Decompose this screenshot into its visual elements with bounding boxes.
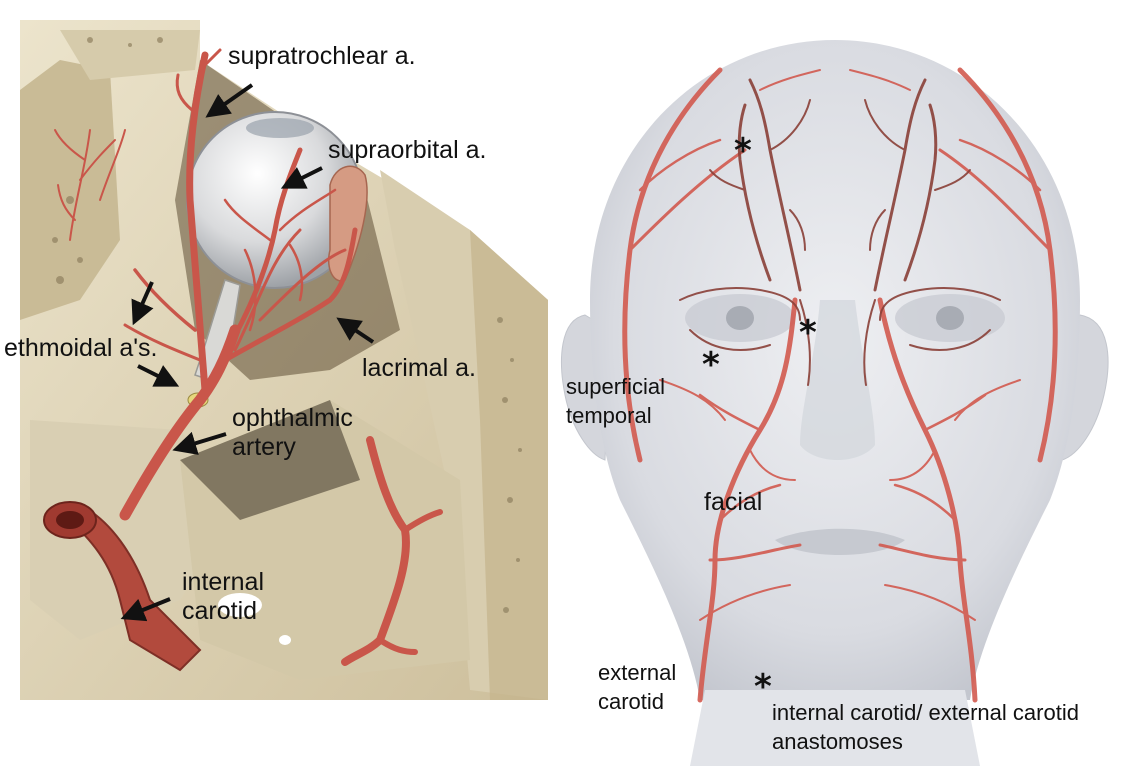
label-lacrimal: lacrimal a.	[362, 354, 476, 382]
ethmoid-air-cells	[20, 60, 120, 320]
anastomosis-marker-nasal: *	[799, 313, 817, 353]
label-internal-carotid: internal carotid	[182, 568, 264, 625]
nose	[800, 300, 875, 460]
supratrochlear-branch	[186, 51, 209, 394]
label-facial: facial	[704, 488, 763, 516]
right-iris	[726, 306, 754, 330]
supratrochlear-face-left	[873, 78, 927, 292]
arrow-lacrimal	[336, 317, 375, 344]
orbit-dissection	[20, 20, 548, 700]
facial-artery-right	[697, 297, 798, 703]
ethmoidal-branch-1	[133, 268, 197, 332]
pointer-arrows-left	[120, 83, 375, 622]
bone-texture	[52, 37, 522, 613]
neck	[690, 690, 980, 766]
anastomosis-marker-cheek: *	[702, 345, 720, 385]
label-supraorbital: supraorbital a.	[328, 136, 487, 164]
arrow-supraorbital	[280, 166, 323, 189]
label-ophthalmic: ophthalmic artery	[232, 404, 353, 461]
bone-edge	[470, 230, 548, 700]
arrow-ethmoidal-1	[131, 281, 154, 326]
label-supratrochlear: supratrochlear a.	[228, 42, 416, 70]
facial-artery-left	[877, 297, 978, 703]
cornea	[246, 118, 314, 138]
legend-marker: *	[754, 667, 772, 707]
arrow-supratrochlear	[205, 83, 254, 118]
middle-meningeal-vessels	[341, 436, 443, 666]
ethmoid-vessels	[54, 129, 126, 241]
internal-carotid-branches	[679, 78, 1001, 386]
external-carotid-branches	[622, 67, 1058, 703]
mouth	[775, 528, 905, 555]
supratrochlear-face-right	[748, 78, 802, 292]
ethmoidal-branch-2	[123, 323, 202, 362]
arrow-ethmoidal-2	[137, 364, 180, 387]
arrow-internal-carotid	[120, 597, 171, 622]
foramen-small	[279, 635, 291, 645]
supraorbital-face-right	[737, 103, 772, 282]
anastomosis-marker-forehead: *	[734, 131, 752, 171]
left-iris	[936, 306, 964, 330]
foramen	[218, 593, 262, 617]
fissure-shadow	[180, 400, 360, 520]
arrow-ophthalmic	[172, 431, 227, 455]
legend-anastomoses: internal carotid/ external carotid anast…	[772, 700, 1079, 754]
label-external-carotid: external carotid	[598, 660, 677, 714]
supraorbital-face-left	[903, 103, 938, 282]
label-superficial-temporal: superficial temporal	[566, 374, 666, 428]
label-ethmoidal: ethmoidal a's.	[4, 334, 158, 362]
face-arteries	[561, 40, 1109, 766]
ophthalmic-artery-tree	[119, 48, 358, 521]
frontal-sinus-wall	[60, 30, 200, 80]
carotid-lumen	[56, 511, 84, 529]
lacrimal-branch	[222, 227, 358, 363]
